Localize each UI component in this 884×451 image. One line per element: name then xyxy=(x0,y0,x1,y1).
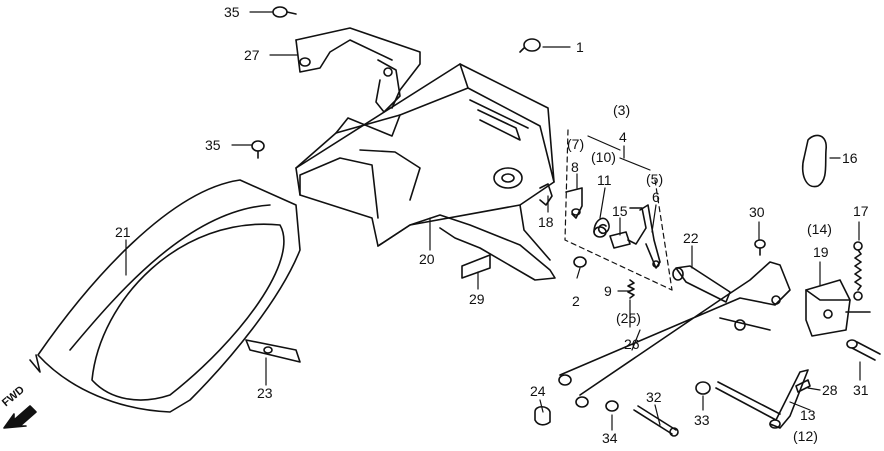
part-19-bracket xyxy=(805,279,871,337)
callout-31: 31 xyxy=(853,382,869,398)
callout-18: 18 xyxy=(538,214,554,230)
callout-7: (7) xyxy=(567,136,585,152)
callout-5: (5) xyxy=(646,171,664,187)
part-28-pin xyxy=(795,379,811,393)
part-32-bolt xyxy=(633,405,679,437)
part-29-plate xyxy=(461,254,491,279)
part-23-clip xyxy=(245,339,301,363)
callout-26: 26 xyxy=(624,336,640,352)
callout-17: 17 xyxy=(853,203,869,219)
callout-15: 15 xyxy=(612,203,628,219)
callout-14: (14) xyxy=(807,221,832,237)
part-17-spring xyxy=(853,241,863,301)
callout-12: (12) xyxy=(793,428,818,444)
callout-13: 13 xyxy=(800,407,816,423)
callout-9: 9 xyxy=(604,283,612,299)
callout-34: 34 xyxy=(602,430,618,446)
callout-20: 20 xyxy=(419,251,435,267)
callout-24: 24 xyxy=(530,383,546,399)
part-21-fender xyxy=(29,179,301,413)
assembly-bracket xyxy=(564,129,673,291)
callout-4: 4 xyxy=(619,129,627,145)
part-33-washer xyxy=(695,381,711,395)
callout-35-top: 35 xyxy=(224,4,240,20)
callout-3: (3) xyxy=(613,102,631,118)
part-22-shaft xyxy=(672,265,731,303)
callout-21: 21 xyxy=(115,224,131,240)
callout-19: 19 xyxy=(813,244,829,260)
callout-22: 22 xyxy=(683,230,699,246)
leader-lines xyxy=(125,11,861,431)
callout-11: 11 xyxy=(597,172,612,188)
callout-27: 27 xyxy=(244,47,260,63)
callout-32: 32 xyxy=(646,389,662,405)
part-24-cap xyxy=(534,405,551,426)
callout-10: (10) xyxy=(591,149,616,165)
callout-23: 23 xyxy=(257,385,273,401)
part-34-washer xyxy=(605,400,619,412)
part-13-lever xyxy=(715,369,809,429)
callout-2: 2 xyxy=(572,293,580,309)
callout-30: 30 xyxy=(749,204,765,220)
callout-16: 16 xyxy=(842,150,858,166)
bolts xyxy=(251,6,766,268)
callout-28: 28 xyxy=(822,382,838,398)
callout-25: (25) xyxy=(616,310,641,326)
fwd-arrow xyxy=(3,405,37,429)
callout-8: 8 xyxy=(571,159,579,175)
callout-29: 29 xyxy=(469,291,485,307)
part-31-pin xyxy=(846,339,881,361)
part-27-bracket xyxy=(295,27,421,113)
callout-33: 33 xyxy=(694,412,710,428)
part-26-rod xyxy=(558,261,791,408)
main-frame xyxy=(295,63,556,281)
callout-6: 6 xyxy=(652,189,660,205)
callout-35-mid: 35 xyxy=(205,137,221,153)
assembly-parts xyxy=(539,183,661,299)
part-16-gasket xyxy=(801,134,827,188)
callout-1: 1 xyxy=(576,39,584,55)
